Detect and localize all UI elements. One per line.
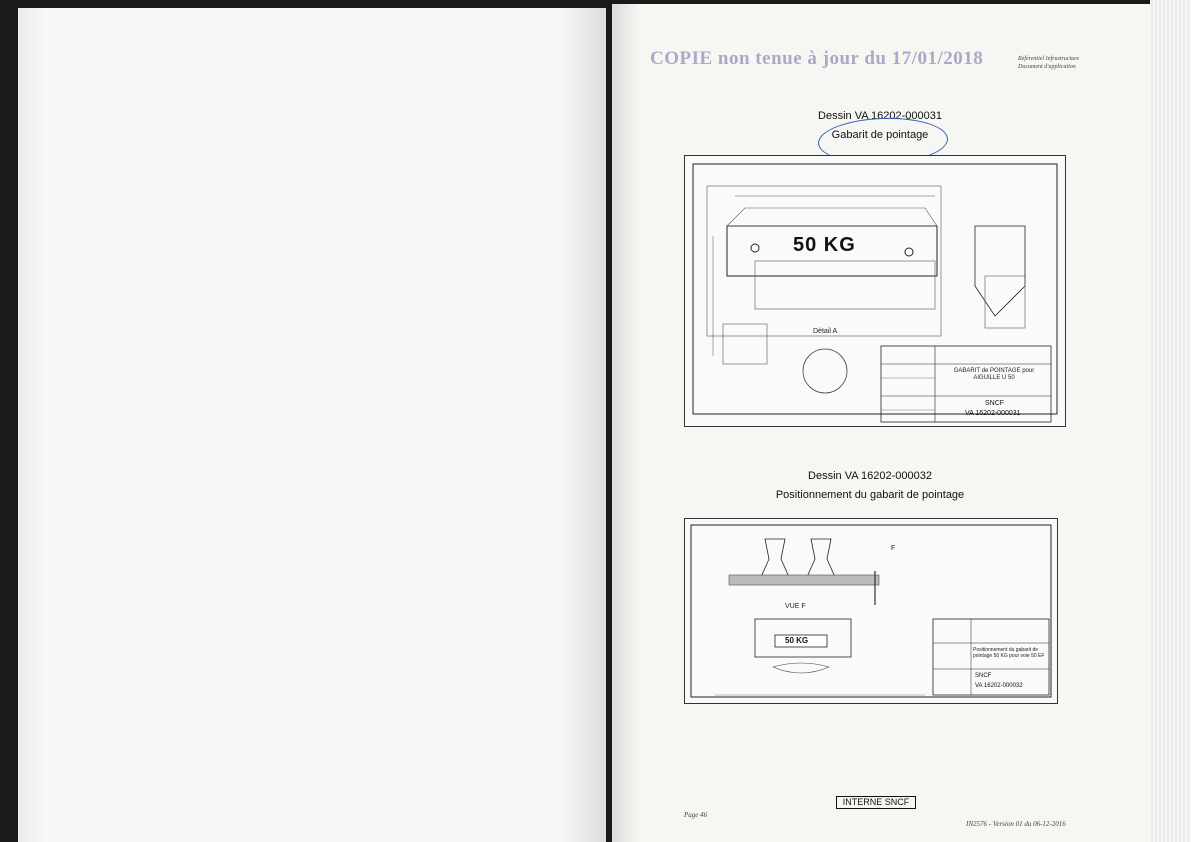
drawing2-svg	[690, 524, 1052, 698]
plate-label-50kg-2: 50 KG	[785, 636, 809, 645]
cartouche-org: SNCF	[985, 400, 1005, 407]
drawing1-svg	[692, 163, 1058, 423]
view-f-label: VUE F	[785, 603, 806, 610]
cartouche2-title: Positionnement du gabarit de pointage 50…	[973, 647, 1045, 659]
detail-a-label: Détail A	[813, 328, 838, 335]
cartouche-ref: VA 16202-000031	[965, 410, 1021, 417]
classification-label: INTERNE SNCF	[836, 796, 916, 809]
figure2-subtitle: Positionnement du gabarit de pointage	[775, 489, 965, 501]
plate-label-50kg: 50 KG	[793, 234, 856, 256]
drawing-positionnement-gabarit: 50 KG VUE F F Positionnement du gabarit …	[684, 518, 1058, 704]
figure1-title: Dessin VA 16202-000031	[818, 110, 942, 122]
page-number: Page 46	[684, 811, 708, 819]
document-reference: IN2576 - Version 01 du 06-12-2016	[966, 820, 1066, 828]
copy-stamp: COPIE non tenue à jour du 17/01/2018	[650, 48, 984, 69]
arrow-f-label: F	[891, 545, 896, 552]
cartouche-title: GABARIT de POINTAGE pour AIGUILLE U 50	[953, 368, 1035, 381]
corner-reference-line2: Document d'application	[1018, 64, 1076, 70]
figure1-subtitle: Gabarit de pointage	[831, 129, 929, 141]
corner-reference-line1: Référentiel Infrastructure	[1018, 56, 1080, 62]
drawing-gabarit-pointage: 50 KG Détail A GABARIT de POINTAGE pour …	[684, 155, 1066, 427]
cartouche2-org: SNCF	[975, 673, 992, 679]
left-blank-page	[18, 8, 606, 842]
page-edges	[1150, 0, 1191, 842]
cartouche2-ref: VA 16202-000032	[975, 683, 1023, 689]
figure2-title: Dessin VA 16202-000032	[808, 470, 932, 482]
corner-reference: Référentiel Infrastructure Document d'ap…	[1018, 55, 1098, 71]
